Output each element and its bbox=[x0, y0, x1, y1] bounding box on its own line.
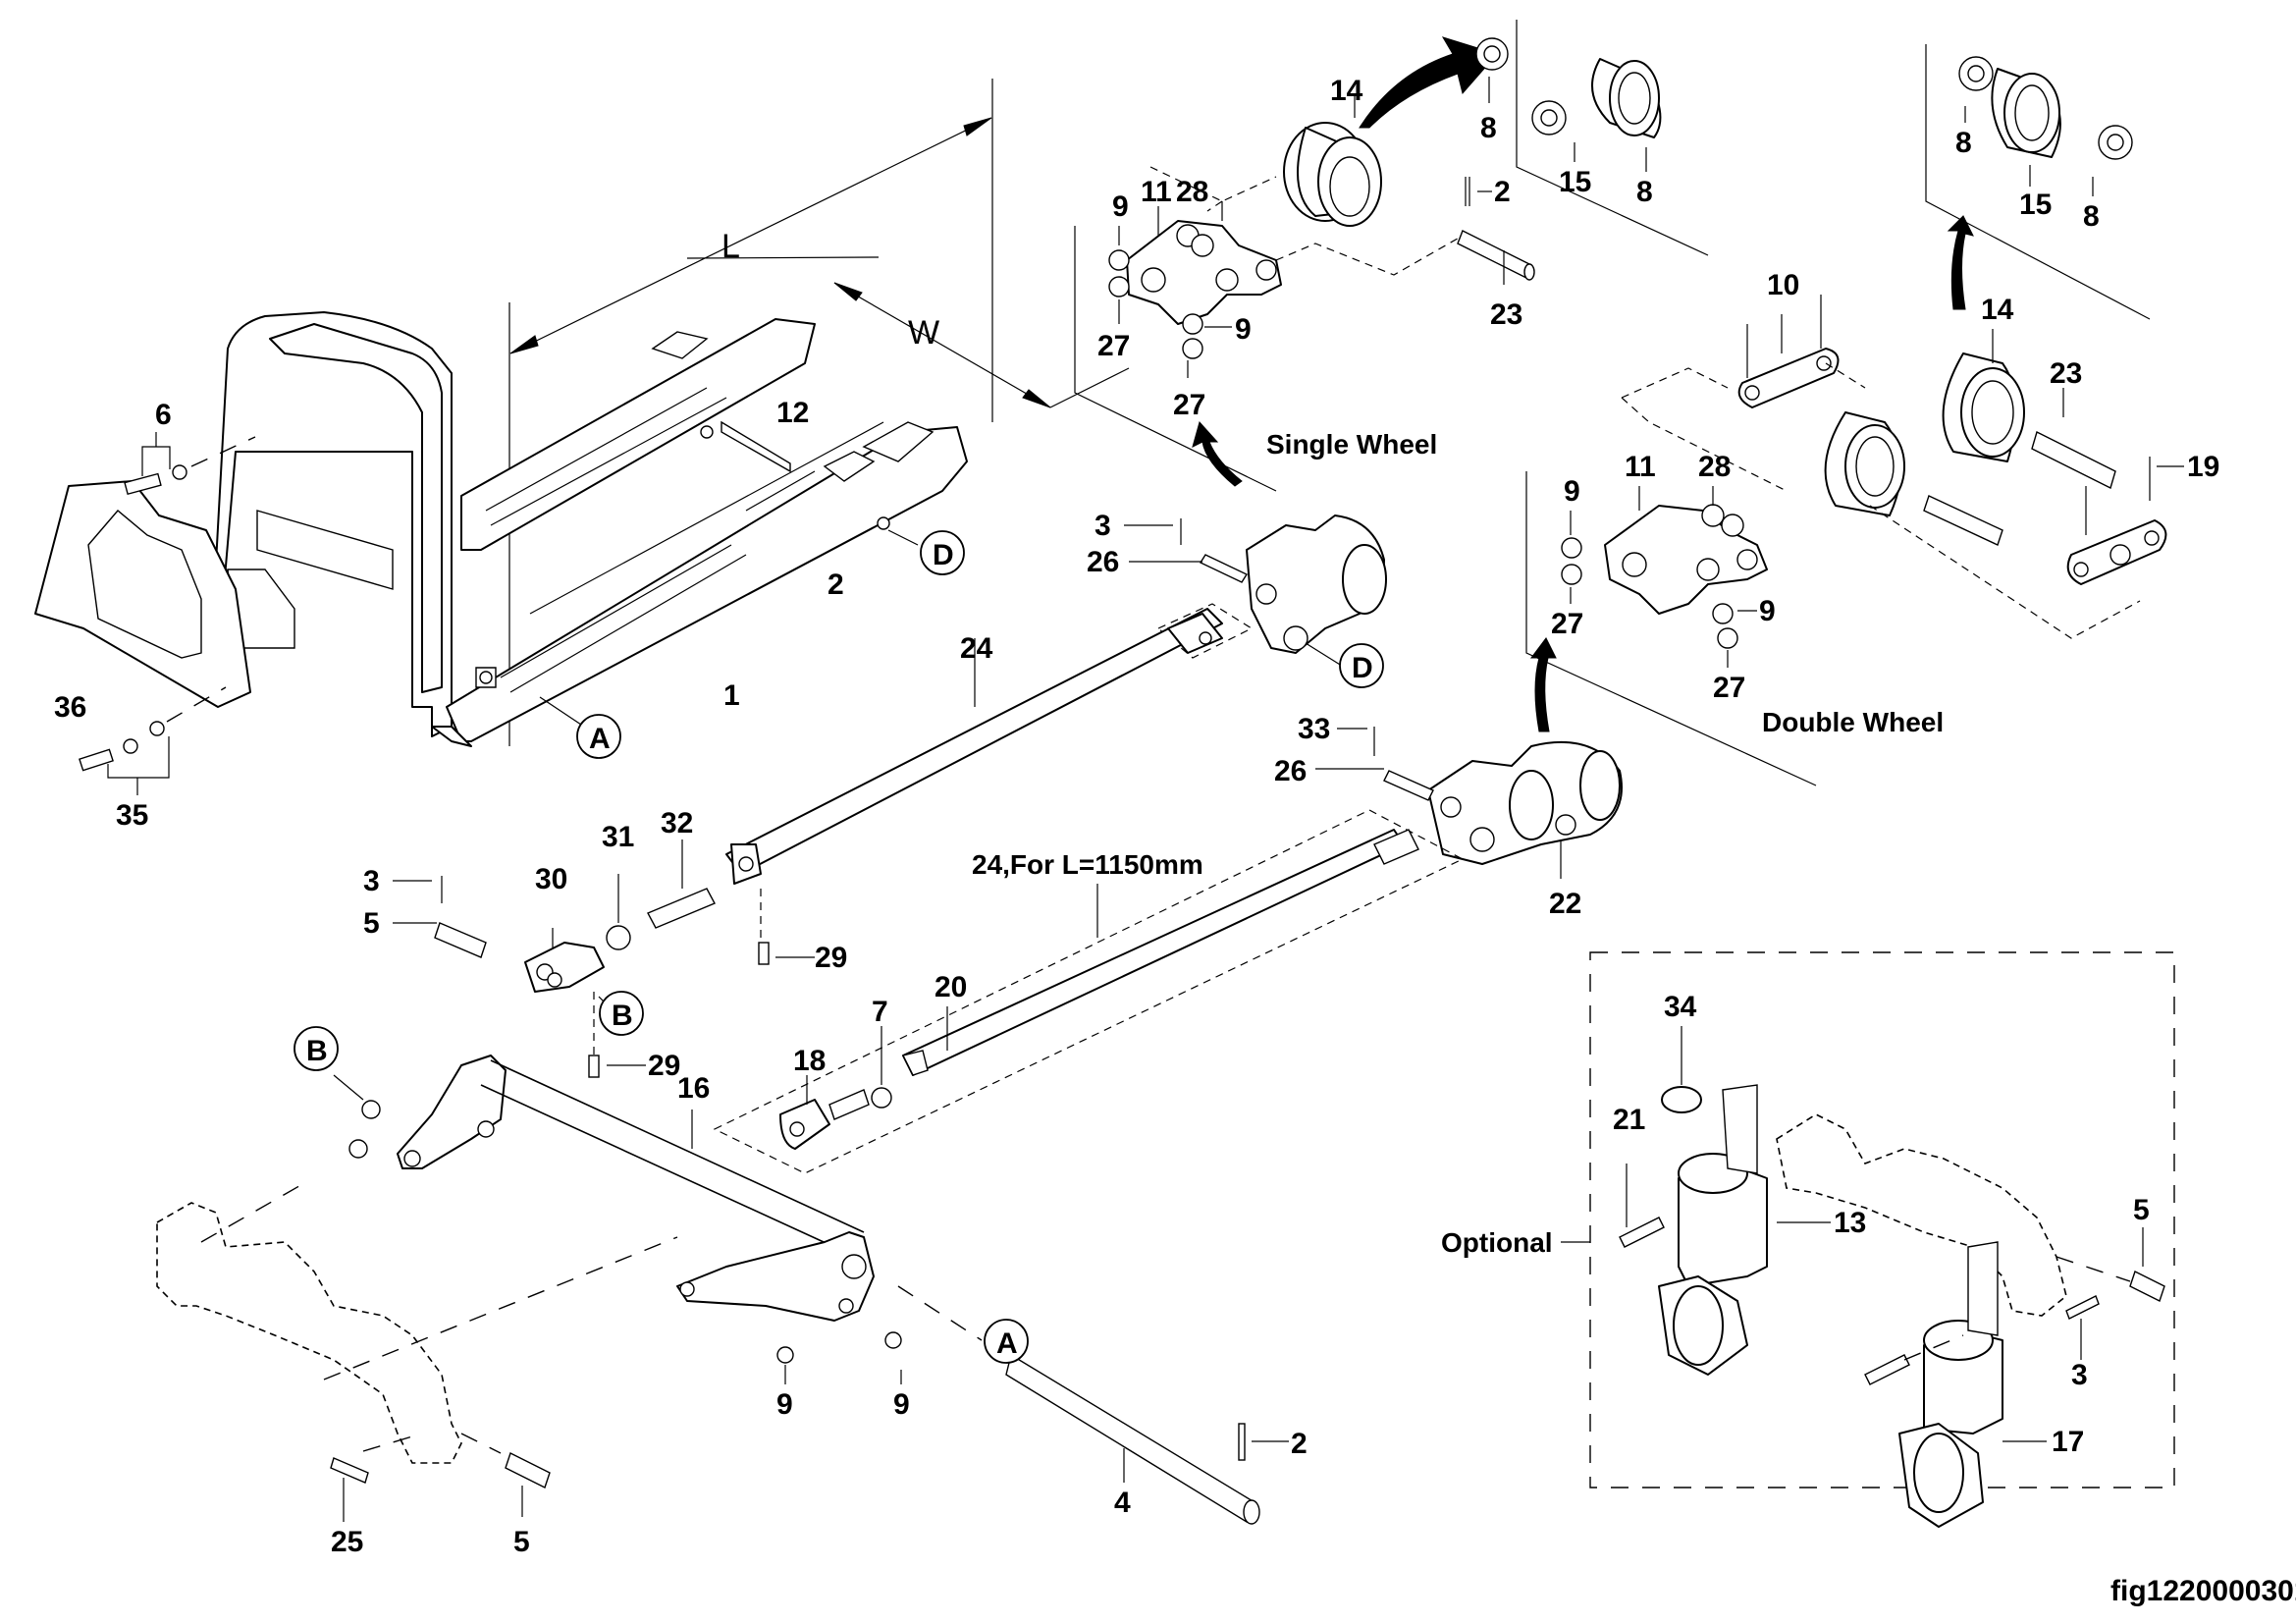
caption-optional: Optional bbox=[1441, 1227, 1553, 1258]
callout-28-double: 28 bbox=[1698, 451, 1731, 483]
callout-18: 18 bbox=[793, 1045, 826, 1077]
svg-text:A: A bbox=[996, 1327, 1018, 1360]
double-wheel-assembly bbox=[1315, 637, 1623, 879]
ref-marker-D-wheel: D bbox=[1339, 643, 1384, 688]
clevis-assembly bbox=[393, 839, 815, 1078]
svg-text:D: D bbox=[933, 539, 954, 571]
callout-28-single: 28 bbox=[1176, 176, 1208, 208]
single-wheel-inset bbox=[1074, 20, 1709, 492]
callout-34: 34 bbox=[1664, 991, 1697, 1023]
callout-27-s2: 27 bbox=[1173, 389, 1205, 421]
callout-3-single: 3 bbox=[1095, 510, 1111, 542]
ref-marker-B-lever: B bbox=[294, 1026, 339, 1071]
callout-21: 21 bbox=[1613, 1104, 1645, 1136]
callout-9-d2: 9 bbox=[1759, 595, 1776, 627]
callouts: 1 2 2 2 3 3 3 4 5 5 5 6 7 8 8 8 8 9 9 9 … bbox=[54, 75, 2219, 1558]
callout-11-single: 11 bbox=[1141, 176, 1172, 208]
callout-36: 36 bbox=[54, 691, 86, 724]
back-cover-plate bbox=[34, 480, 251, 708]
clevis-18 bbox=[779, 1026, 892, 1150]
callout-5-clevis: 5 bbox=[363, 907, 380, 940]
callout-8-s2: 8 bbox=[1636, 176, 1653, 208]
ref-marker-A-axle: A bbox=[984, 1319, 1029, 1364]
callout-2-axle: 2 bbox=[1291, 1428, 1308, 1460]
callout-33: 33 bbox=[1298, 713, 1330, 745]
callout-23-single: 23 bbox=[1490, 298, 1522, 331]
callout-8-s1: 8 bbox=[1480, 112, 1497, 144]
dimension-length-label: L bbox=[721, 228, 740, 265]
callout-27-s1: 27 bbox=[1097, 330, 1130, 362]
svg-text:B: B bbox=[612, 1000, 633, 1032]
svg-text:A: A bbox=[589, 723, 611, 755]
bolt-washer-6 bbox=[124, 432, 256, 496]
svg-text:B: B bbox=[306, 1035, 328, 1067]
caption-push-rod-long: 24,For L=1150mm bbox=[972, 849, 1203, 880]
optional-frame bbox=[1561, 951, 2175, 1528]
callout-4: 4 bbox=[1114, 1487, 1131, 1519]
ghost-arm-left bbox=[156, 1182, 678, 1522]
callout-14-single: 14 bbox=[1330, 75, 1363, 107]
callout-9-s2: 9 bbox=[1235, 313, 1252, 346]
callout-12: 12 bbox=[776, 397, 809, 429]
callout-8-d2: 8 bbox=[2083, 200, 2100, 233]
callout-32: 32 bbox=[661, 807, 693, 839]
callout-19: 19 bbox=[2187, 451, 2219, 483]
callout-7: 7 bbox=[872, 996, 888, 1028]
callout-22: 22 bbox=[1549, 888, 1581, 920]
bolt-washer-35 bbox=[79, 686, 227, 795]
ref-marker-D-fork: D bbox=[887, 529, 965, 575]
callout-11-double: 11 bbox=[1625, 451, 1656, 483]
double-wheel-inset bbox=[1525, 44, 2184, 786]
callout-16: 16 bbox=[677, 1072, 710, 1105]
callout-27-d1: 27 bbox=[1551, 608, 1583, 640]
callout-8-d1: 8 bbox=[1955, 127, 1972, 159]
callout-35: 35 bbox=[116, 799, 148, 832]
callout-14-double: 14 bbox=[1981, 294, 2014, 326]
callout-2-fork: 2 bbox=[828, 568, 844, 601]
callout-10: 10 bbox=[1767, 269, 1799, 301]
callout-29-b: 29 bbox=[648, 1050, 680, 1082]
callout-27-d2: 27 bbox=[1713, 672, 1745, 704]
callout-20: 20 bbox=[934, 971, 967, 1003]
callout-13: 13 bbox=[1834, 1207, 1866, 1239]
callout-17: 17 bbox=[2052, 1426, 2084, 1458]
figure-id: fig1220000301 bbox=[2110, 1575, 2296, 1607]
push-rod-long-frame bbox=[713, 809, 1465, 1174]
callout-9-b1: 9 bbox=[776, 1388, 793, 1421]
callout-26-double: 26 bbox=[1274, 755, 1307, 787]
callout-5-bottom: 5 bbox=[513, 1526, 530, 1558]
callout-25: 25 bbox=[331, 1526, 363, 1558]
callout-15-single: 15 bbox=[1559, 166, 1591, 198]
dimension-width-label: W bbox=[908, 314, 939, 352]
fork-frame bbox=[213, 311, 968, 747]
axle-4 bbox=[897, 1285, 1289, 1525]
caption-single-wheel: Single Wheel bbox=[1266, 429, 1437, 460]
ref-marker-A-frame: A bbox=[539, 696, 621, 759]
dimension-lines bbox=[508, 79, 1130, 746]
callout-26-single: 26 bbox=[1087, 546, 1119, 578]
lever-yoke-16 bbox=[333, 1055, 902, 1384]
callout-30: 30 bbox=[535, 863, 567, 895]
svg-text:D: D bbox=[1352, 652, 1373, 684]
callout-3-clevis: 3 bbox=[363, 865, 380, 897]
ref-marker-B-clevis: B bbox=[598, 991, 644, 1036]
callout-5-optional: 5 bbox=[2133, 1194, 2150, 1226]
callout-9-d1: 9 bbox=[1564, 475, 1580, 508]
callout-24: 24 bbox=[960, 632, 993, 665]
caption-double-wheel: Double Wheel bbox=[1762, 707, 1944, 737]
callout-1: 1 bbox=[723, 679, 740, 712]
callout-9-b2: 9 bbox=[893, 1388, 910, 1421]
callout-6: 6 bbox=[155, 399, 172, 431]
push-rod-24 bbox=[725, 608, 1223, 943]
callout-31: 31 bbox=[602, 821, 634, 853]
callout-15-double: 15 bbox=[2019, 189, 2052, 221]
callout-2-single: 2 bbox=[1494, 176, 1511, 208]
callout-29-a: 29 bbox=[815, 942, 847, 974]
callout-3-optional: 3 bbox=[2071, 1359, 2088, 1391]
single-wheel-assembly bbox=[1124, 420, 1387, 669]
callout-9-s1: 9 bbox=[1112, 190, 1129, 223]
callout-23-double: 23 bbox=[2050, 357, 2082, 390]
